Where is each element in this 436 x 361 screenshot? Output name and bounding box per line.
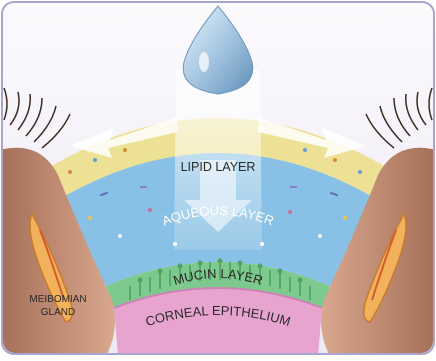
corneal-epithelium-band <box>114 288 322 356</box>
label-meibomian-gland-line1: MEIBOMIAN <box>29 294 86 305</box>
label-lipid-layer: LIPID LAYER <box>181 160 256 174</box>
label-meibomian-gland-line2: GLAND <box>41 307 75 318</box>
